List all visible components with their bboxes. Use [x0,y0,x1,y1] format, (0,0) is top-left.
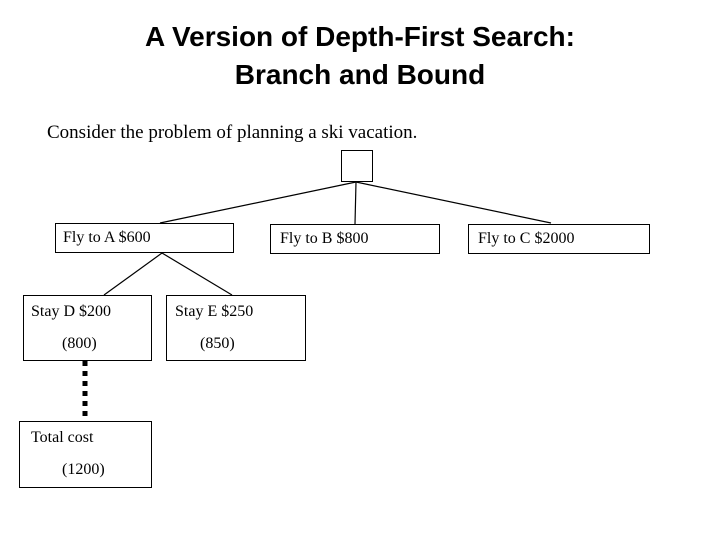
tree-node-total-cost-value: (1200) [62,461,105,478]
tree-node-stay-e[interactable]: Stay E $250 (850) [166,295,306,361]
tree-node-stay-d-cost: (800) [62,335,97,352]
tree-node-fly-a-label: Fly to A $600 [63,229,151,246]
tree-node-root[interactable] [341,150,373,182]
tree-node-fly-c-label: Fly to C $2000 [478,230,575,247]
edge-root-to-fly-c [355,181,552,224]
tree-node-fly-a[interactable]: Fly to A $600 [55,223,234,253]
tree-node-fly-c[interactable]: Fly to C $2000 [468,224,650,254]
page-title-line-2: Branch and Bound [234,59,486,90]
subtitle-text: Consider the problem of planning a ski v… [47,122,418,143]
page-title-line-1: A Version of Depth-First Search: [145,21,575,52]
edge-root-to-fly-b [354,181,357,225]
edge-root-to-fly-a [159,181,357,224]
page-title: A Version of Depth-First Search: Branch … [0,18,720,94]
tree-node-stay-d-label: Stay D $200 [31,303,111,320]
tree-node-stay-e-cost: (850) [200,335,235,352]
tree-node-fly-b-label: Fly to B $800 [280,230,369,247]
tree-node-total-cost[interactable]: Total cost (1200) [19,421,152,488]
tree-node-stay-d[interactable]: Stay D $200 (800) [23,295,152,361]
tree-node-fly-b[interactable]: Fly to B $800 [270,224,440,254]
tree-node-stay-e-label: Stay E $250 [175,303,254,320]
tree-node-total-cost-label: Total cost [31,429,94,446]
edge-fly-a-to-stay-e [161,252,233,296]
edge-fly-a-to-stay-d [103,252,163,296]
